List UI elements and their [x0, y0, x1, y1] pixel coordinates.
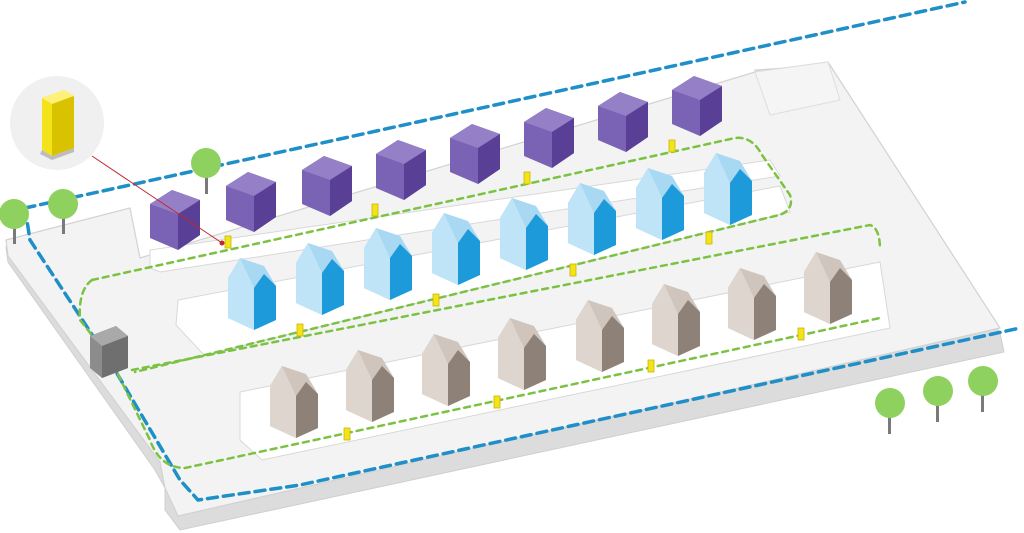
house-row-taupe	[270, 252, 852, 438]
tree-icon	[875, 388, 905, 434]
house-blue	[568, 183, 616, 255]
street-islands	[149, 159, 891, 461]
outer-cable-upper	[23, 0, 967, 210]
yellow-cabinet-icon	[40, 90, 74, 160]
house-purple	[672, 76, 722, 136]
inner-cable-top-loop	[90, 136, 793, 374]
house-taupe	[804, 252, 852, 324]
tree-icon	[0, 199, 29, 244]
cabinet-icon	[296, 323, 304, 337]
house-taupe	[422, 334, 470, 406]
house-blue	[364, 228, 412, 300]
tree-icon	[968, 366, 998, 412]
cabinet-icon	[371, 203, 379, 217]
road-strip-right	[754, 61, 841, 116]
cabinet-icon	[668, 139, 676, 153]
transformer-station-icon	[90, 326, 128, 378]
tree-icon	[48, 189, 78, 234]
inner-cable-lower-loop	[78, 278, 882, 470]
house-blue	[296, 243, 344, 315]
house-purple	[226, 172, 276, 232]
house-purple	[150, 190, 200, 250]
distribution-cabinets	[224, 139, 805, 441]
cabinet-icon	[343, 427, 351, 441]
house-row-purple	[150, 76, 722, 250]
island-taupe-row	[239, 261, 891, 461]
house-taupe	[728, 268, 776, 340]
house-blue	[636, 168, 684, 240]
house-purple	[598, 92, 648, 152]
cabinet-icon	[523, 171, 531, 185]
house-taupe	[652, 284, 700, 356]
tree-icon	[191, 148, 221, 194]
house-blue	[228, 258, 276, 330]
house-taupe	[498, 318, 546, 390]
cabinet-icon	[569, 263, 577, 277]
callout-line	[91, 155, 223, 244]
house-blue	[500, 198, 548, 270]
cabinet-icon	[493, 395, 501, 409]
house-purple	[450, 124, 500, 184]
house-taupe	[576, 300, 624, 372]
inner-cable-mid	[130, 223, 882, 372]
house-row-blue	[228, 153, 752, 330]
cabinet-icon	[647, 359, 655, 373]
callout-dot	[219, 240, 225, 246]
house-purple	[302, 156, 352, 216]
house-blue	[704, 153, 752, 225]
cabinet-icon	[797, 327, 805, 341]
outer-cable-left	[23, 206, 1022, 502]
tree-icon	[923, 376, 953, 422]
outer-cable-route	[23, 0, 1022, 502]
house-taupe	[346, 350, 394, 422]
house-blue	[432, 213, 480, 285]
house-purple	[376, 140, 426, 200]
cabinet-icon	[224, 235, 232, 249]
house-taupe	[270, 366, 318, 438]
cabinet-icon	[705, 231, 713, 245]
cabinet-icon	[432, 293, 440, 307]
trees-left	[0, 148, 221, 244]
house-purple	[524, 108, 574, 168]
cabinet-callout	[10, 76, 225, 246]
inner-cable-route	[78, 136, 882, 470]
trees-right	[875, 366, 998, 434]
